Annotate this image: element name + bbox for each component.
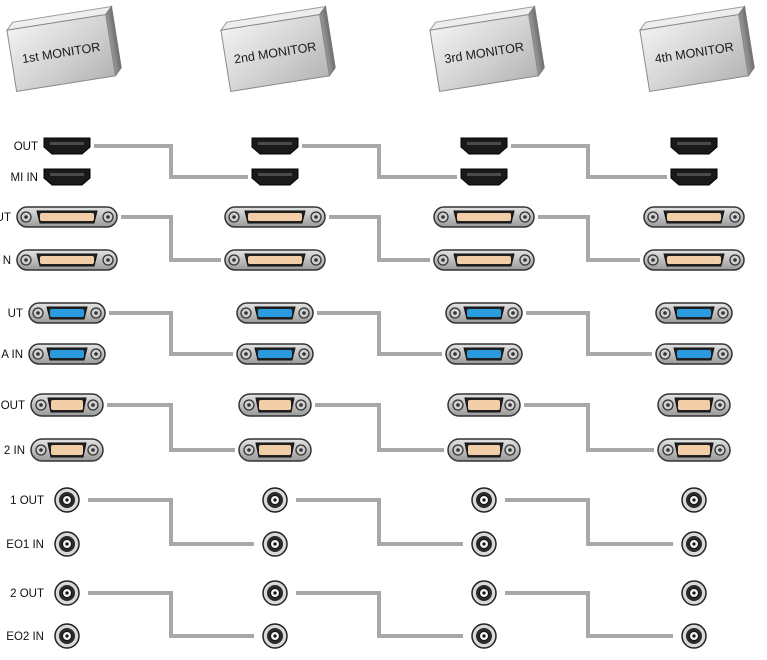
bnc-connector [262,623,288,649]
vga-connector [655,302,733,324]
dvi-connector [16,206,118,228]
bnc-connector [471,623,497,649]
dvi-connector [16,249,118,271]
vga-connector [445,302,523,324]
monitor-panel-2: 2nd MONITOR [219,5,336,92]
cable-line [302,144,457,179]
bnc-connector [262,531,288,557]
vga-connector [28,302,106,324]
bnc-connector [471,531,497,557]
bnc-connector [262,487,288,513]
cable-line [505,498,673,546]
bnc-connector [681,487,707,513]
cable-line [88,591,254,638]
bnc-connector [262,580,288,606]
connector-layer [16,137,745,649]
cable-line [315,403,444,452]
cable-line [88,498,254,546]
cable-line [526,311,652,356]
dvi-connector [433,206,535,228]
cable-line [109,311,233,356]
monitor-panel-3: 3rd MONITOR [428,5,545,92]
cable-layer [88,144,673,638]
cable-line [296,498,463,546]
cable-line [317,311,442,356]
cable-line [524,403,654,452]
monitor-panel-4: 4th MONITOR [638,5,755,92]
hdmi-connector [460,137,508,155]
cable-line [329,215,430,262]
hdmi-connector [43,137,91,155]
cable-line [121,215,221,262]
rs232-connector [657,438,731,462]
bnc-connector [54,580,80,606]
port-label: 2 IN [4,445,25,457]
vga-connector [445,343,523,365]
vga-connector [236,343,314,365]
hdmi-connector [460,168,508,186]
port-label: 2 OUT [10,588,44,600]
dvi-connector [433,249,535,271]
hdmi-connector [670,168,718,186]
bnc-connector [681,623,707,649]
vga-connector [236,302,314,324]
port-label: N [3,255,11,267]
bnc-connector [471,580,497,606]
bnc-connector [681,531,707,557]
port-label: MI IN [11,172,38,184]
bnc-connector [681,580,707,606]
cable-line [538,215,640,262]
rs232-connector [30,393,104,417]
hdmi-connector [670,137,718,155]
port-label: 1 OUT [10,495,44,507]
cable-line [107,403,235,452]
vga-connector [655,343,733,365]
label-layer: OUT MI IN UT N UT A IN OUT 2 IN 1 OUT EO1 IN 2 OUT… [0,141,44,643]
cable-line [296,591,463,638]
dvi-connector [643,206,745,228]
port-label: OUT [1,400,25,412]
port-label: OUT [14,141,38,153]
port-label: UT [0,212,11,224]
port-label: UT [8,308,23,320]
hdmi-connector [251,168,299,186]
rs232-connector [657,393,731,417]
bnc-connector [471,487,497,513]
port-label: A IN [1,349,23,361]
monitor-panel-1: 1st MONITOR [5,5,122,92]
rs232-connector [447,438,521,462]
dvi-connector [643,249,745,271]
dvi-connector [224,206,326,228]
rs232-connector [238,438,312,462]
bnc-connector [54,487,80,513]
bnc-connector [54,623,80,649]
vga-connector [28,343,106,365]
rs232-connector [447,393,521,417]
rs232-connector [238,393,312,417]
bnc-connector [54,531,80,557]
dvi-connector [224,249,326,271]
monitor-layer: 1st MONITOR 2nd MONITOR 3rd MONITOR 4th MON… [5,5,755,92]
hdmi-connector [251,137,299,155]
hdmi-connector [43,168,91,186]
cable-line [511,144,667,179]
cable-line [94,144,248,179]
rs232-connector [30,438,104,462]
port-label: EO1 IN [6,539,44,551]
cable-line [505,591,673,638]
port-label: EO2 IN [6,631,44,643]
